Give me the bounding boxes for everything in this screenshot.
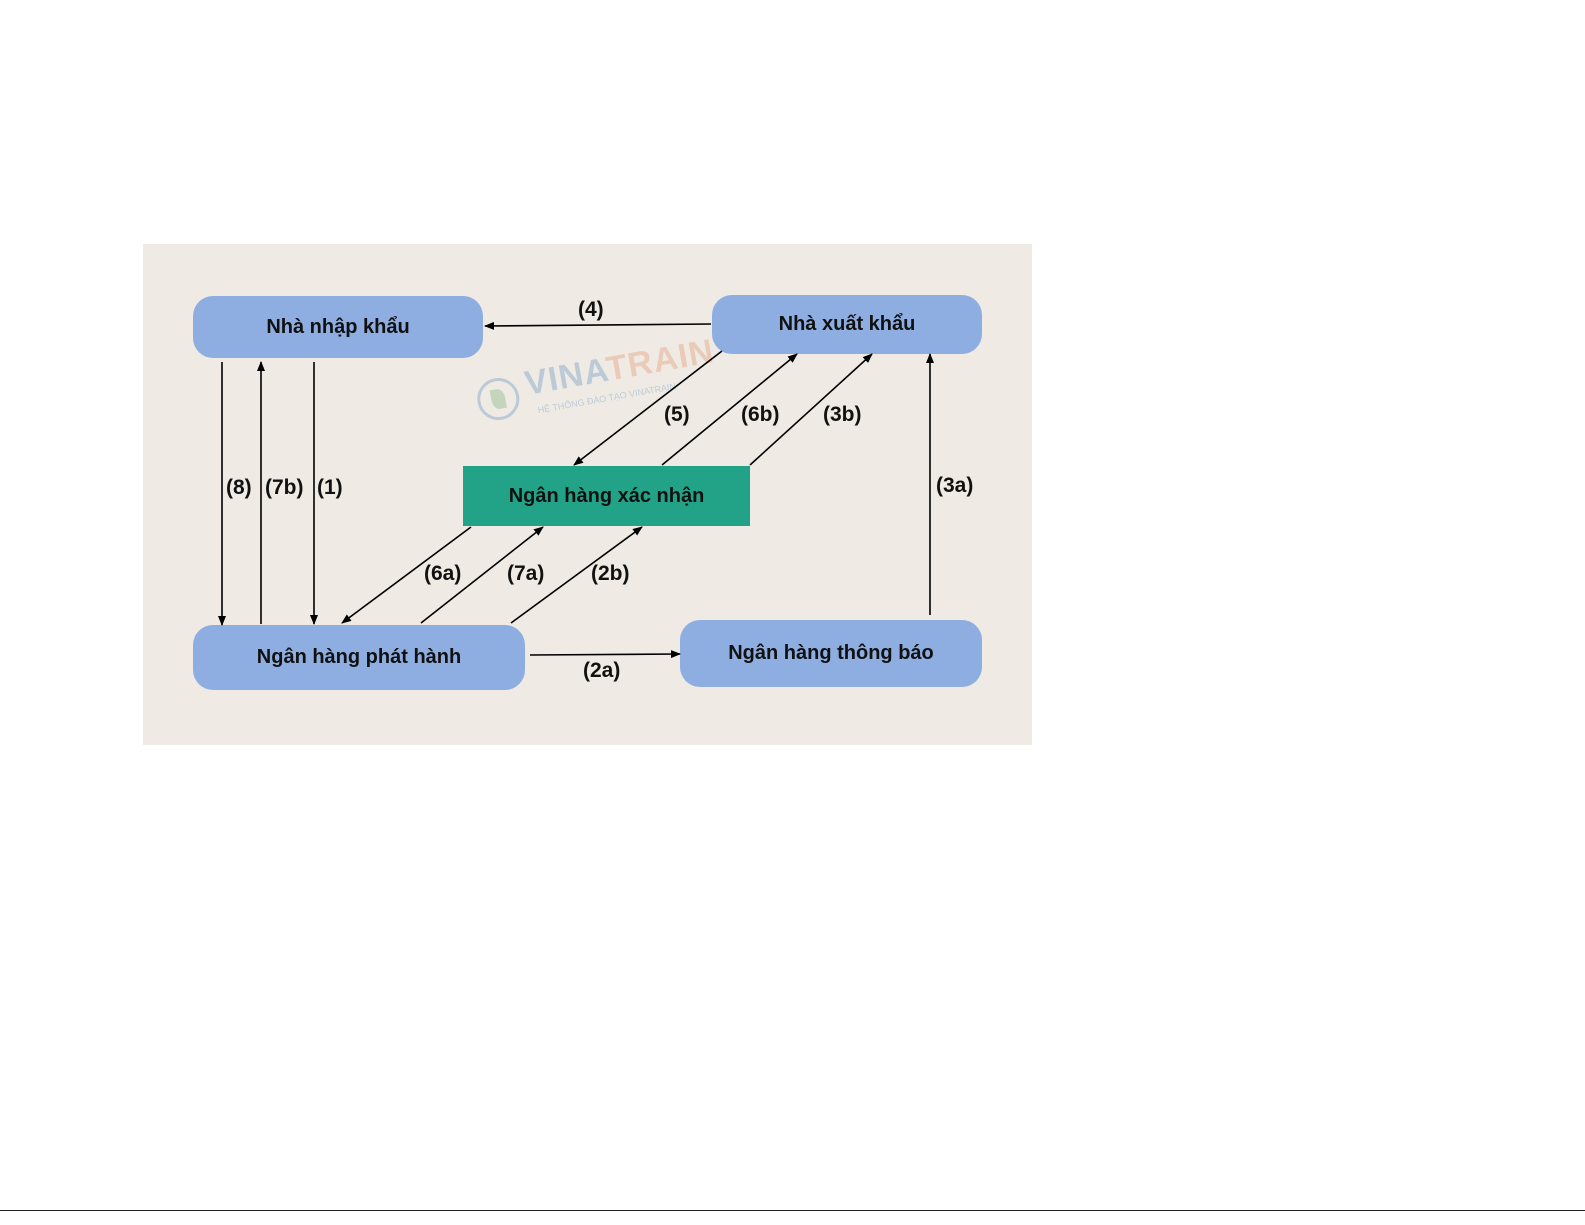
node-advising-bank: Ngân hàng thông báo bbox=[680, 620, 982, 687]
node-importer: Nhà nhập khẩu bbox=[193, 296, 483, 358]
page-bottom-rule bbox=[0, 1210, 1585, 1211]
node-issuing-bank: Ngân hàng phát hành bbox=[193, 625, 525, 690]
node-confirming-bank: Ngân hàng xác nhận bbox=[463, 466, 750, 526]
vinatrain-logo-icon bbox=[474, 375, 523, 424]
node-exporter: Nhà xuất khẩu bbox=[712, 295, 982, 354]
